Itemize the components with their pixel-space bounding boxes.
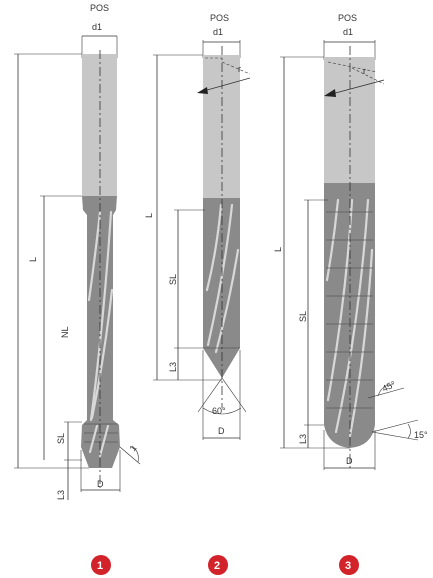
tool-3-SL-label: SL xyxy=(298,311,308,322)
tool-3-body xyxy=(324,183,375,448)
tool-3-L-label: L xyxy=(273,247,283,252)
tool-2-angle-label: 60° xyxy=(212,406,226,416)
tool-2-D-label: D xyxy=(218,426,225,436)
tool-3-angle1-label: 45° xyxy=(381,379,398,394)
tool-1-D-label: D xyxy=(97,479,104,489)
tool-2-badge: 2 xyxy=(208,555,228,575)
tool-1-SL-label: SL xyxy=(56,433,66,444)
tool-2-r-label: r xyxy=(238,64,241,74)
tool-1-drawing: POS d1 L NL SL L3 D xyxy=(14,3,141,500)
tool-2-L-label: L xyxy=(144,213,154,218)
tool-3-pos-label: POS xyxy=(338,13,357,23)
tool-3-drawing: POS d1 r L SL L3 45° xyxy=(273,13,428,470)
tool-3-L3-label: L3 xyxy=(298,434,308,444)
tool-1-L-label: L xyxy=(28,257,38,262)
tool-2-drawing: POS d1 r L SL L3 60° xyxy=(144,13,251,440)
tool-1-badge: 1 xyxy=(91,555,111,575)
tool-1-angle-label: 1 xyxy=(127,443,138,453)
tool-3-D-label: D xyxy=(346,456,353,466)
tool-1-NL-label: NL xyxy=(60,326,70,338)
tool-2-SL-label: SL xyxy=(168,274,178,285)
tool-3-shank xyxy=(324,57,375,183)
tool-3-badge-number: 3 xyxy=(345,560,351,572)
tool-3-d1-label: d1 xyxy=(343,27,353,37)
tool-1-pos-label: POS xyxy=(90,3,109,13)
tool-3-r-label: r xyxy=(363,66,366,76)
tool-3-badge: 3 xyxy=(339,555,359,575)
tool-1-L3-label: L3 xyxy=(56,490,66,500)
tool-2-body xyxy=(203,198,240,378)
tool-2-pos-label: POS xyxy=(210,13,229,23)
tool-1-badge-number: 1 xyxy=(97,560,103,572)
tool-2-badge-number: 2 xyxy=(214,560,220,572)
tool-2-shank xyxy=(203,55,240,198)
tool-1-shank xyxy=(82,54,117,196)
tool-2-d1-label: d1 xyxy=(213,27,223,37)
tool-3-angle2-label: 15° xyxy=(414,430,428,440)
tool-2-L3-label: L3 xyxy=(168,362,178,372)
tool-1-d1-label: d1 xyxy=(92,22,102,32)
